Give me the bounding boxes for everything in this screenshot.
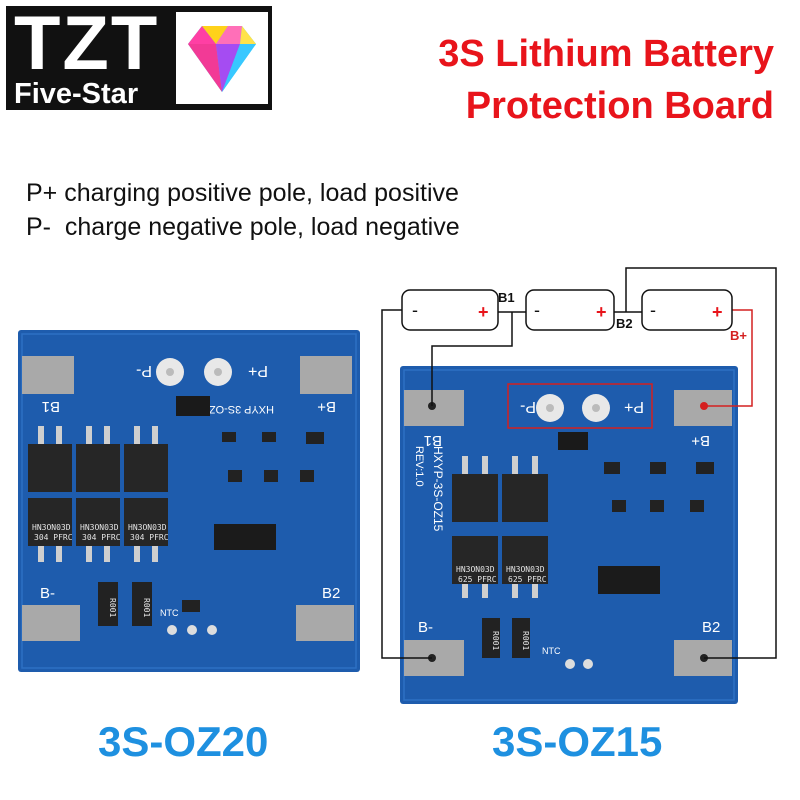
svg-text:HN3ON03D: HN3ON03D <box>128 523 167 532</box>
brand-logo: TZT Five-Star <box>6 1 272 110</box>
svg-text:625 PFRC: 625 PFRC <box>458 575 497 584</box>
svg-text:-: - <box>534 300 540 320</box>
right-label-p-plus: P+ <box>624 398 644 415</box>
svg-text:+: + <box>712 302 723 322</box>
svg-text:HN3ON03D: HN3ON03D <box>32 523 71 532</box>
right-label-p-minus: P- <box>520 398 536 415</box>
left-label-ntc: NTC <box>160 608 179 618</box>
right-mosfets: HN3ON03D HN3ON03D 625 PFRC 625 PFRC <box>452 456 548 598</box>
left-label-p-minus: P- <box>136 362 152 379</box>
svg-text:304 PFRC: 304 PFRC <box>82 533 121 542</box>
left-mosfets: HN3ON03D HN3ON03D HN3ON03D 304 PFRC 304 … <box>28 426 169 562</box>
left-label-b-plus: B+ <box>317 398 336 415</box>
wire-b-plus <box>704 309 753 407</box>
right-diode <box>558 432 588 450</box>
left-label-p-plus: P+ <box>248 362 268 379</box>
svg-text:304 PFRC: 304 PFRC <box>34 533 73 542</box>
right-silk-rev: REV:1.0 <box>413 446 425 487</box>
right-label-ntc: NTC <box>542 646 561 656</box>
left-label-b2: B2 <box>322 585 340 602</box>
title-line-2: Protection Board <box>465 85 774 127</box>
svg-text:+: + <box>596 302 607 322</box>
logo-brand-text: TZT <box>14 1 160 86</box>
tap-label-b-plus: B+ <box>730 328 747 343</box>
right-control-ic <box>598 566 660 594</box>
svg-text:HN3ON03D: HN3ON03D <box>456 565 495 574</box>
left-label-b1: B1 <box>42 398 60 415</box>
svg-text:HN3ON03D: HN3ON03D <box>506 565 545 574</box>
desc-line-p-minus: P- charge negative pole, load negative <box>26 213 460 241</box>
p-terminal-highlight <box>507 383 653 429</box>
right-board-model: 3S-OZ15 <box>492 718 663 765</box>
svg-text:-: - <box>412 300 418 320</box>
svg-text:-: - <box>650 300 656 320</box>
left-silk-model: HXYP 3S-OZ20 <box>197 403 274 415</box>
left-control-ic <box>214 524 276 550</box>
svg-text:625 PFRC: 625 PFRC <box>508 575 547 584</box>
right-label-b-minus: B- <box>418 619 433 636</box>
svg-text:R001: R001 <box>142 598 151 617</box>
battery-cell-3 <box>641 289 733 331</box>
tap-label-b2: B2 <box>616 316 633 331</box>
logo-tagline: Five-Star <box>14 78 139 110</box>
right-silk-model: HXYP-3S-OZ15 <box>431 446 445 532</box>
svg-text:304 PFRC: 304 PFRC <box>130 533 169 542</box>
pin-description: P+ charging positive pole, load positive… <box>26 176 460 244</box>
right-shunt-1 <box>482 618 500 658</box>
battery-cell-2 <box>525 289 615 331</box>
right-label-b1: B1 <box>424 432 442 449</box>
svg-text:HN3ON03D: HN3ON03D <box>80 523 119 532</box>
right-board: P- P+ B1 B+ B- B2 HXYP-3S-OZ15 REV:1.0 H… <box>400 366 738 704</box>
desc-line-p-plus: P+ charging positive pole, load positive <box>26 179 459 207</box>
svg-text:R001: R001 <box>521 631 530 650</box>
left-board-model: 3S-OZ20 <box>98 718 269 765</box>
right-label-b2: B2 <box>702 619 720 636</box>
diamond-icon <box>176 12 268 104</box>
left-board: P- P+ B1 B+ B- B2 HXYP 3S-OZ20 HN3ON03D … <box>18 330 360 672</box>
left-pad-b-minus <box>22 605 80 641</box>
svg-text:R001: R001 <box>491 631 500 650</box>
left-pad-b1 <box>22 356 74 394</box>
battery-cell-1 <box>401 289 499 331</box>
tap-label-b1: B1 <box>498 290 515 305</box>
left-pad-b-plus <box>300 356 352 394</box>
left-diode <box>176 396 210 416</box>
right-label-b-plus: B+ <box>691 432 710 449</box>
right-shunt-2 <box>512 618 530 658</box>
title-line-1: 3S Lithium Battery <box>438 33 774 75</box>
wiring-diagram <box>381 267 777 659</box>
left-pad-b2 <box>296 605 354 641</box>
wire-b2 <box>625 267 777 659</box>
wire-b1 <box>431 312 513 406</box>
svg-text:R001: R001 <box>108 598 117 617</box>
svg-text:+: + <box>478 302 489 322</box>
left-label-b-minus: B- <box>40 585 55 602</box>
left-shunt-1 <box>98 582 118 626</box>
wire-b-minus <box>381 309 432 659</box>
page-title: 3S Lithium Battery Protection Board <box>438 28 774 132</box>
left-shunt-2 <box>132 582 152 626</box>
battery-cells: - + - + - + <box>401 289 733 331</box>
